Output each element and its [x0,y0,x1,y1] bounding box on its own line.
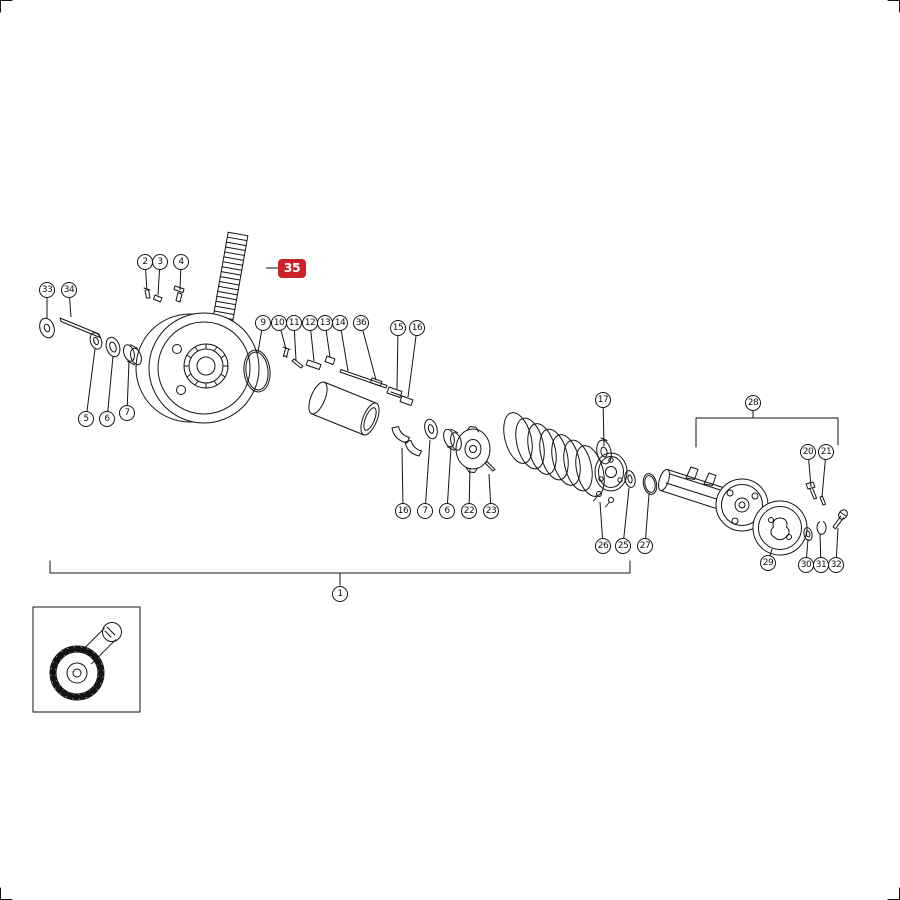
part-washer-33 [39,317,55,339]
part-pin-34 [59,317,101,338]
callout-33: 33 [39,282,55,298]
callout-26: 26 [595,538,611,554]
callout-3: 3 [152,254,168,270]
assembled-view-inset [32,606,141,713]
callout-35: 35 [278,258,306,278]
part-bolts-26 [593,491,614,508]
part-cam-hub-22 [455,426,491,473]
part-key-36 [369,377,383,387]
part-rod-14 [339,369,388,389]
part-bolt-32 [832,509,848,530]
callout-32: 32 [828,557,844,573]
part-shoe-16a [391,426,410,444]
callout-10: 10 [271,315,287,331]
part-oring-9 [243,349,271,393]
callout-11: 11 [286,315,302,331]
part-cam-plate [594,452,628,492]
callout-20: 20 [800,444,816,460]
callout-13: 13 [317,315,333,331]
callout-1: 1 [332,586,348,602]
part-ramp-plate-15 [386,386,403,398]
part-spacer-13 [324,355,336,365]
callout-12: 12 [302,315,318,331]
part-washer-6 [105,336,121,358]
callout-30: 30 [798,557,814,573]
part-ramp-plate-16 [399,395,414,406]
callout-22: 22 [461,503,477,519]
callout-16: 16 [409,320,425,336]
part-pulley-assembly [135,312,260,424]
callout-9: 9 [255,315,271,331]
part-bolt-20 [805,481,818,500]
callout-25: 25 [615,538,631,554]
part-shoe-16b [404,440,422,457]
callout-16: 16 [395,503,411,519]
callout-4: 4 [173,254,189,270]
callout-2: 2 [137,254,153,270]
part-circlip-31 [816,521,827,535]
part-bushing-tube [308,381,380,436]
part-pin-23 [484,461,496,472]
part-pulley-half-29 [752,500,808,556]
part-washer-5 [89,332,103,350]
callout-34: 34 [61,282,77,298]
part-bolt-4 [173,285,185,303]
part-washer-30 [803,527,813,541]
part-washer-25 [624,470,636,488]
bracket-28 [695,410,839,448]
callout-27: 27 [637,538,653,554]
callout-23: 23 [483,503,499,519]
callout-28: 28 [745,395,761,411]
part-pin-21 [819,495,826,506]
part-screw-10 [282,346,291,358]
callout-21: 21 [818,444,834,460]
part-spring [503,412,605,497]
callout-5: 5 [78,411,94,427]
callout-7: 7 [119,405,135,421]
callout-15: 15 [390,320,406,336]
part-key-3 [153,294,163,303]
callout-14: 14 [332,315,348,331]
callout-29: 29 [760,555,776,571]
part-pin-11 [291,358,304,369]
part-key-12 [305,359,322,370]
part-washer-7b [424,418,438,440]
callout-7: 7 [417,503,433,519]
part-ring-27 [642,473,658,495]
callout-17: 17 [595,392,611,408]
callout-31: 31 [813,557,829,573]
callout-6: 6 [439,503,455,519]
bracket-1 [49,560,631,586]
callout-6: 6 [99,411,115,427]
callout-36: 36 [353,315,369,331]
